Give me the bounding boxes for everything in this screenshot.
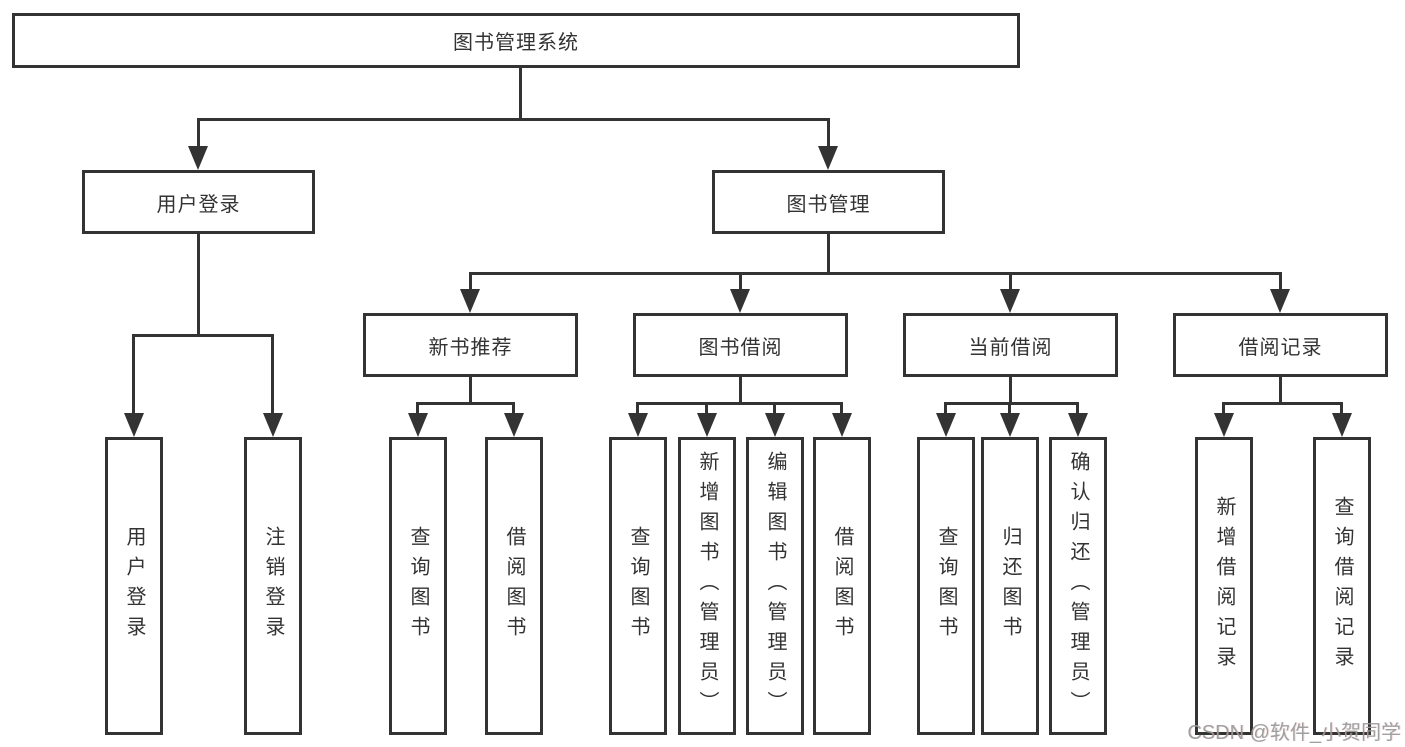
edge-line [197, 118, 200, 147]
csdn-watermark: CSDN @软件_小贺同学 [1187, 722, 1401, 744]
node-label: 新增借阅记录 [1213, 496, 1235, 676]
node-label: 当前借阅 [968, 336, 1053, 359]
node-logout: 注销登录 [244, 437, 302, 735]
arrowhead-down-icon [818, 146, 838, 170]
node-label: 借阅图书 [831, 526, 853, 646]
node-book-borrowing: 图书借阅 [633, 313, 848, 377]
node-label: 查询图书 [935, 526, 957, 646]
edge-line [1222, 402, 1343, 405]
node-label: 归还图书 [999, 526, 1021, 646]
edge-line [416, 402, 419, 413]
node-new-book-recommendation: 新书推荐 [363, 313, 578, 377]
node-query-borrow-record: 查询借阅记录 [1313, 437, 1371, 735]
node-query-books-recommend: 查询图书 [389, 437, 447, 735]
edge-line [1340, 402, 1343, 413]
edge-line [132, 334, 135, 413]
node-library-system: 图书管理系统 [12, 13, 1020, 68]
arrowhead-down-icon [936, 413, 956, 437]
edge-line [636, 402, 639, 413]
arrowhead-down-icon [1332, 413, 1352, 437]
arrowhead-down-icon [263, 413, 283, 437]
edge-line [132, 334, 274, 337]
edge-line [416, 402, 515, 405]
node-user-login: 用户登录 [82, 170, 315, 234]
arrowhead-down-icon [408, 413, 428, 437]
node-label: 确认归还（管理员） [1067, 451, 1089, 721]
node-label: 新书推荐 [428, 336, 513, 359]
arrowhead-down-icon [765, 413, 785, 437]
node-query-books-current: 查询图书 [917, 437, 975, 735]
node-label: 图书管理 [786, 193, 871, 216]
edge-line [271, 334, 274, 413]
edge-line [739, 377, 742, 405]
edge-line [197, 234, 200, 337]
node-label: 图书管理系统 [453, 32, 579, 54]
edge-line [944, 402, 1079, 405]
arrowhead-down-icon [124, 413, 144, 437]
node-query-books-borrowing: 查询图书 [609, 437, 667, 735]
node-label: 图书借阅 [698, 336, 783, 359]
arrowhead-down-icon [1068, 413, 1088, 437]
edge-line [469, 377, 472, 405]
edge-line [512, 402, 515, 413]
arrowhead-down-icon [832, 413, 852, 437]
node-add-books-admin: 新增图书（管理员） [678, 437, 736, 735]
node-label: 查询借阅记录 [1331, 496, 1353, 676]
arrowhead-down-icon [1000, 413, 1020, 437]
edge-line [197, 118, 830, 121]
edge-line [705, 402, 708, 413]
node-label: 查询图书 [627, 526, 649, 646]
node-label: 用户登录 [156, 193, 241, 216]
edge-line [739, 272, 742, 289]
arrowhead-down-icon [460, 289, 480, 313]
edge-line [1009, 272, 1012, 289]
node-label: 用户登录 [123, 526, 145, 646]
edge-line [636, 402, 843, 405]
arrowhead-down-icon [188, 146, 208, 170]
node-label: 编辑图书（管理员） [764, 451, 786, 721]
arrowhead-down-icon [1270, 289, 1290, 313]
node-return-books: 归还图书 [981, 437, 1039, 735]
arrowhead-down-icon [1214, 413, 1234, 437]
node-current-borrowing: 当前借阅 [903, 313, 1118, 377]
edge-line [519, 68, 522, 121]
node-label: 注销登录 [262, 526, 284, 646]
node-label: 查询图书 [407, 526, 429, 646]
node-edit-books-admin: 编辑图书（管理员） [746, 437, 804, 735]
node-label: 新增图书（管理员） [696, 451, 718, 721]
edge-line [1279, 272, 1282, 289]
node-book-management: 图书管理 [712, 170, 945, 234]
edge-line [840, 402, 843, 413]
edge-line [1279, 377, 1282, 405]
arrowhead-down-icon [730, 289, 750, 313]
arrowhead-down-icon [504, 413, 524, 437]
edge-line [1009, 377, 1012, 405]
node-borrow-books-recommend: 借阅图书 [485, 437, 543, 735]
node-login: 用户登录 [105, 437, 163, 735]
arrowhead-down-icon [697, 413, 717, 437]
edge-line [827, 118, 830, 147]
edge-line [944, 402, 947, 413]
node-borrow-books-borrowing: 借阅图书 [813, 437, 871, 735]
edge-line [1008, 402, 1011, 413]
edge-line [469, 272, 472, 289]
node-borrowing-records: 借阅记录 [1173, 313, 1388, 377]
arrowhead-down-icon [628, 413, 648, 437]
edge-line [469, 272, 1282, 275]
edge-line [827, 234, 830, 275]
node-add-borrow-record: 新增借阅记录 [1195, 437, 1253, 735]
node-label: 借阅记录 [1238, 336, 1323, 359]
edge-line [1222, 402, 1225, 413]
edge-line [1076, 402, 1079, 413]
node-label: 借阅图书 [503, 526, 525, 646]
node-confirm-return-admin: 确认归还（管理员） [1049, 437, 1107, 735]
edge-line [773, 402, 776, 413]
arrowhead-down-icon [1000, 289, 1020, 313]
